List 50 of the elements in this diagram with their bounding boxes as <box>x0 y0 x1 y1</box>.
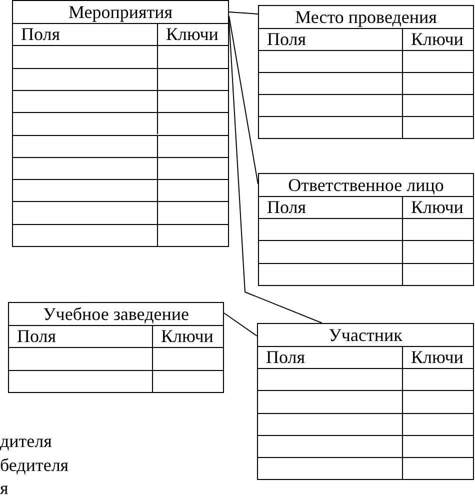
column-header: Поля <box>13 23 158 46</box>
connector-line <box>228 16 258 184</box>
empty-cell <box>13 156 158 180</box>
column-header: Ключи <box>403 346 473 368</box>
table-title: Мероприятия <box>68 2 173 22</box>
empty-cell <box>13 112 158 134</box>
column-header: Ключи <box>153 325 223 348</box>
column-header: Поля <box>9 325 153 348</box>
empty-cell <box>259 116 403 138</box>
empty-cell <box>259 240 403 263</box>
empty-cell <box>259 50 403 72</box>
column-header: Поля <box>259 28 403 50</box>
connector-line <box>224 312 258 336</box>
empty-cell <box>259 72 403 94</box>
text-line: я <box>0 477 8 499</box>
empty-cell <box>13 45 158 68</box>
column-header: Поля <box>258 346 403 368</box>
empty-cell <box>259 262 403 285</box>
empty-cell <box>13 179 158 202</box>
column-header: Поля <box>259 196 403 218</box>
table-title: Учебное заведение <box>43 304 189 324</box>
column-header: Ключи <box>403 196 473 218</box>
connector-line <box>228 20 322 324</box>
empty-cell <box>258 412 403 435</box>
empty-cell <box>13 224 158 246</box>
empty-cell <box>259 218 403 240</box>
empty-cell <box>258 457 403 480</box>
entity-table <box>258 5 474 139</box>
empty-cell <box>13 90 158 112</box>
column-header: Ключи <box>403 28 473 50</box>
empty-cell <box>13 201 158 224</box>
empty-cell <box>9 347 153 370</box>
table-title: Ответственное лицо <box>288 175 444 195</box>
table-title: Участник <box>328 325 402 345</box>
table-title: Место проведения <box>295 7 437 27</box>
column-header: Ключи <box>158 23 228 46</box>
text-line: бедителя <box>0 454 69 476</box>
empty-cell <box>13 68 158 90</box>
text-line: дителя <box>0 430 52 452</box>
empty-cell <box>9 370 153 392</box>
entity-table <box>12 0 229 247</box>
empty-cell <box>258 434 403 457</box>
empty-cell <box>258 390 403 413</box>
empty-cell <box>13 134 158 157</box>
connector-line <box>228 12 258 14</box>
empty-cell <box>259 94 403 116</box>
entity-table <box>8 302 224 393</box>
empty-cell <box>258 368 403 390</box>
entity-table <box>257 323 474 480</box>
entity-table <box>258 173 474 286</box>
